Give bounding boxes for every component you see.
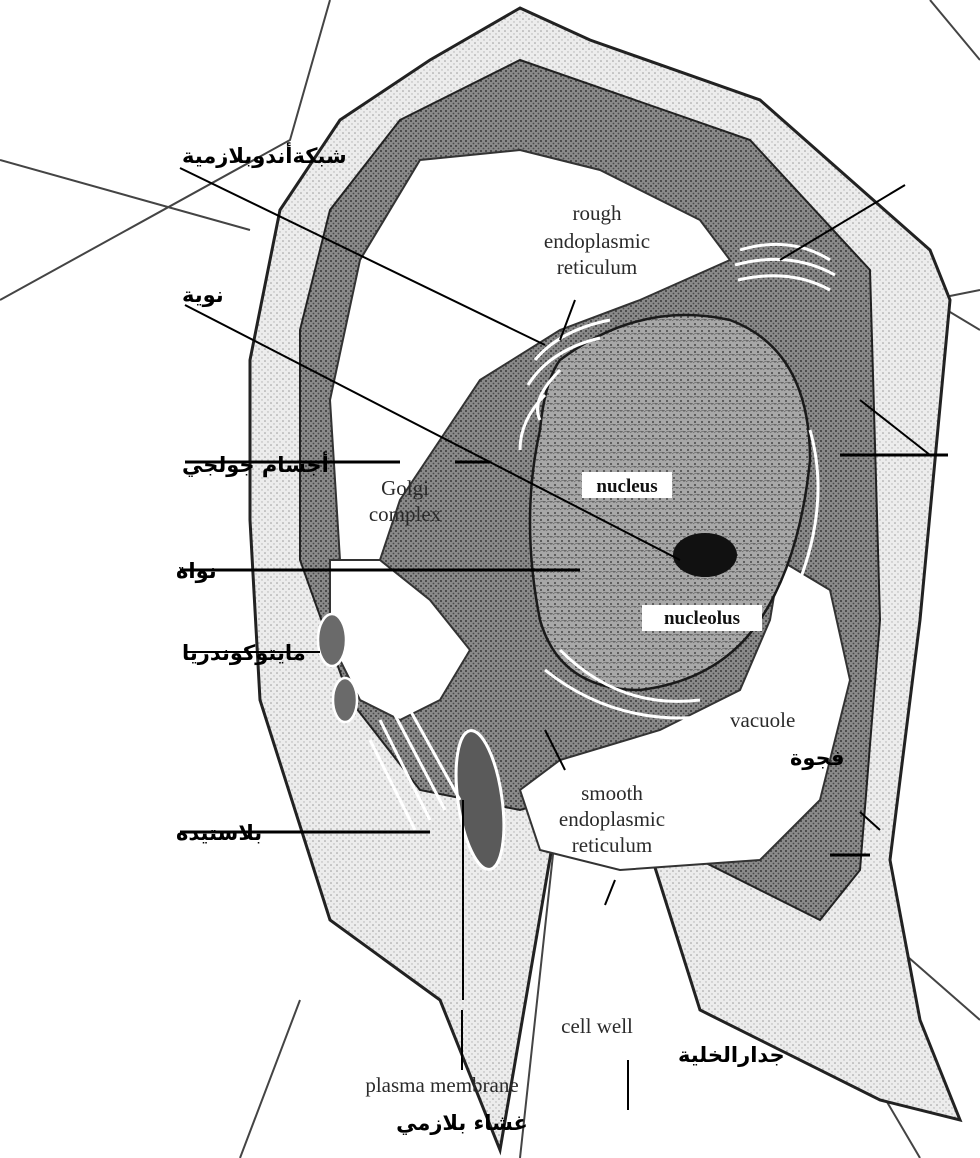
golgi-label-1: Golgi bbox=[381, 476, 429, 500]
smooth-er-label-2: endoplasmic bbox=[559, 807, 665, 831]
rough-er-label-3: reticulum bbox=[557, 255, 637, 279]
vacuole-label: vacuole bbox=[730, 708, 795, 732]
rough-er-label-2: endoplasmic bbox=[544, 229, 650, 253]
golgi-ar-label: أجسام جولجي bbox=[182, 450, 329, 477]
vacuole-ar-label: فجوة bbox=[790, 746, 844, 770]
nucleus-label: nucleus bbox=[596, 476, 657, 497]
nucleolus-label: nucleolus bbox=[664, 608, 740, 629]
smooth-er-label-1: smooth bbox=[581, 781, 643, 805]
nucleolus-body bbox=[673, 533, 737, 577]
plasma-membrane-ar-label: غشاء بلازمي bbox=[396, 1111, 528, 1135]
golgi-label-2: complex bbox=[369, 502, 442, 526]
endoplasmic-network-ar-label: شبكةأندوبلازمية bbox=[182, 141, 347, 168]
nucleus-ar-label: نواة bbox=[176, 559, 217, 583]
plastid-ar-label: بلاستيده bbox=[176, 821, 262, 845]
smooth-er-label-3: reticulum bbox=[572, 833, 652, 857]
rough-er-label-1: rough bbox=[573, 201, 622, 225]
mitochondria-ar-label: مايتوكوندريا bbox=[182, 641, 306, 665]
cell-wall-ar-label: جدارالخلية bbox=[678, 1043, 785, 1067]
cell-wall-label: cell well bbox=[561, 1014, 633, 1038]
plasma-membrane-label: plasma membrane bbox=[365, 1073, 518, 1097]
nucleolus-ar-label: نوية bbox=[182, 283, 224, 307]
